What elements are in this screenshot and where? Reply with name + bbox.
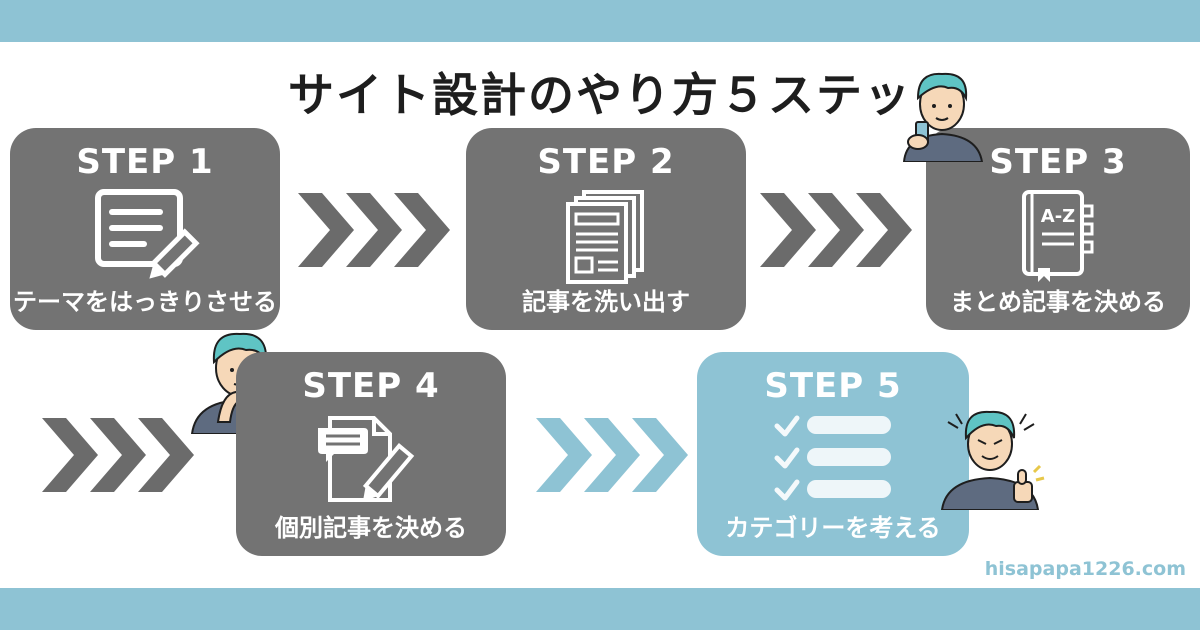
- arrow-chevrons-1: [298, 193, 450, 267]
- person-phone-illustration: [902, 72, 984, 162]
- step-caption: カテゴリーを考える: [725, 514, 941, 542]
- person-thumbs-up-illustration: [940, 410, 1045, 510]
- notepad-pencil-icon: [95, 189, 200, 279]
- step-label: STEP 1: [76, 142, 214, 182]
- step-label: STEP 5: [764, 366, 902, 406]
- document-comment-pencil-icon: [318, 416, 415, 502]
- document-stack-icon: [566, 190, 644, 284]
- checklist-icon: [774, 415, 891, 501]
- arrow-chevrons-4: [536, 418, 688, 492]
- step-caption: 個別記事を決める: [275, 514, 467, 542]
- arrow-chevrons-2: [760, 193, 912, 267]
- step-caption: テーマをはっきりさせる: [13, 288, 277, 316]
- step-label: STEP 4: [302, 366, 440, 406]
- step-caption: 記事を洗い出す: [522, 288, 690, 316]
- top-banner: [0, 0, 1200, 42]
- page-title: サイト設計のやり方５ステップ: [288, 68, 912, 188]
- a-z-notebook-icon: A-Z: [1022, 190, 1094, 282]
- step-caption: まとめ記事を決める: [950, 288, 1166, 316]
- step-card-4: STEP 4 個別記事を決める: [236, 352, 506, 556]
- step-card-5: STEP 5 カテゴリーを考える: [697, 352, 969, 556]
- step-label: STEP 3: [989, 142, 1127, 182]
- step-label: STEP 2: [537, 142, 675, 182]
- step-card-2: STEP 2 記事を洗い出す: [466, 128, 746, 330]
- arrow-chevrons-3: [42, 418, 194, 492]
- svg-text:A-Z: A-Z: [1041, 206, 1075, 227]
- bottom-banner: [0, 588, 1200, 630]
- step-card-1: STEP 1 テーマをはっきりさせる: [10, 128, 280, 330]
- website-url: hisapapa1226.com: [984, 558, 1186, 580]
